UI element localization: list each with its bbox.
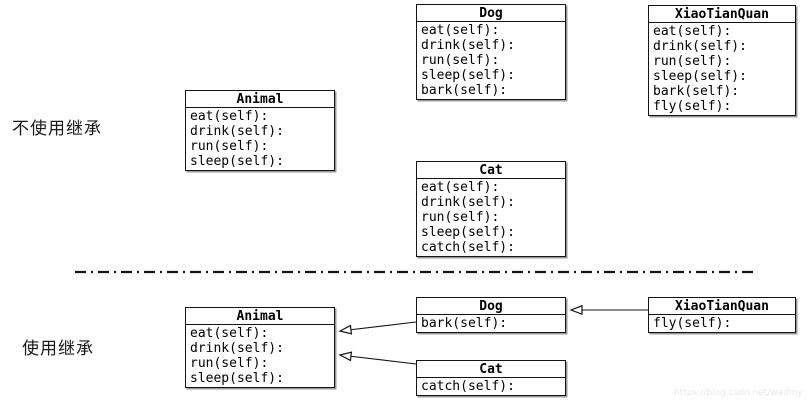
class-method: sleep(self): [190,371,284,386]
class-title: Dog [417,298,565,315]
class-method: eat(self): [421,23,500,38]
arrow-dog-to-animal [340,321,417,331]
class-method-list: catch(self): [417,378,565,395]
class-box-cat-top: Cat eat(self):drink(self):run(self):slee… [416,161,566,257]
class-box-xiaotianquan-top: XiaoTianQuan eat(self):drink(self):run(s… [648,5,796,116]
class-method-list: eat(self):drink(self):run(self):sleep(se… [649,23,795,115]
class-title: XiaoTianQuan [649,6,795,23]
arrow-cat-to-animal [340,355,417,365]
class-title: XiaoTianQuan [649,298,795,315]
section-label-no-inheritance: 不使用继承 [12,119,102,139]
class-title: Animal [186,308,334,325]
class-method: eat(self): [190,326,269,341]
class-title: Cat [417,361,565,378]
class-title: Animal [186,91,334,108]
class-method: run(self): [190,139,269,154]
class-method: drink(self): [421,38,515,53]
class-box-xiaotianquan-bottom: XiaoTianQuan fly(self): [648,297,796,333]
class-method: run(self): [421,53,500,68]
class-method: drink(self): [190,341,284,356]
class-method: sleep(self): [190,154,284,169]
class-title: Dog [417,5,565,22]
class-method-list: eat(self):drink(self):run(self):sleep(se… [417,179,565,256]
class-method-list: eat(self):drink(self):run(self):sleep(se… [186,325,334,387]
watermark-text: https://blog.csdn.net/wadmy [674,388,803,398]
class-method: run(self): [421,210,500,225]
class-method-list: eat(self):drink(self):run(self):sleep(se… [186,108,334,170]
class-method: bark(self): [653,84,740,99]
class-method: sleep(self): [421,225,515,240]
class-box-animal-bottom: Animal eat(self):drink(self):run(self):s… [185,307,335,388]
class-method: bark(self): [421,83,508,98]
class-method: sleep(self): [653,69,747,84]
class-method: run(self): [653,54,732,69]
class-method-list: bark(self): [417,315,565,332]
class-method: drink(self): [421,195,515,210]
class-method: eat(self): [653,24,732,39]
class-method: drink(self): [190,124,284,139]
class-box-animal-top: Animal eat(self):drink(self):run(self):s… [185,90,335,171]
class-method: fly(self): [653,316,732,331]
class-method: sleep(self): [421,68,515,83]
class-title: Cat [417,162,565,179]
class-method: fly(self): [653,99,732,114]
class-method-list: eat(self):drink(self):run(self):sleep(se… [417,22,565,99]
class-method: catch(self): [421,240,515,255]
class-box-cat-bottom: Cat catch(self): [416,360,566,396]
class-method: catch(self): [421,379,515,394]
class-method: run(self): [190,356,269,371]
class-method: eat(self): [421,180,500,195]
class-method: eat(self): [190,109,269,124]
class-method: bark(self): [421,316,508,331]
class-box-dog-bottom: Dog bark(self): [416,297,566,333]
class-method-list: fly(self): [649,315,795,332]
section-label-inheritance: 使用继承 [22,339,94,359]
class-method: drink(self): [653,39,747,54]
class-box-dog-top: Dog eat(self):drink(self):run(self):slee… [416,4,566,100]
